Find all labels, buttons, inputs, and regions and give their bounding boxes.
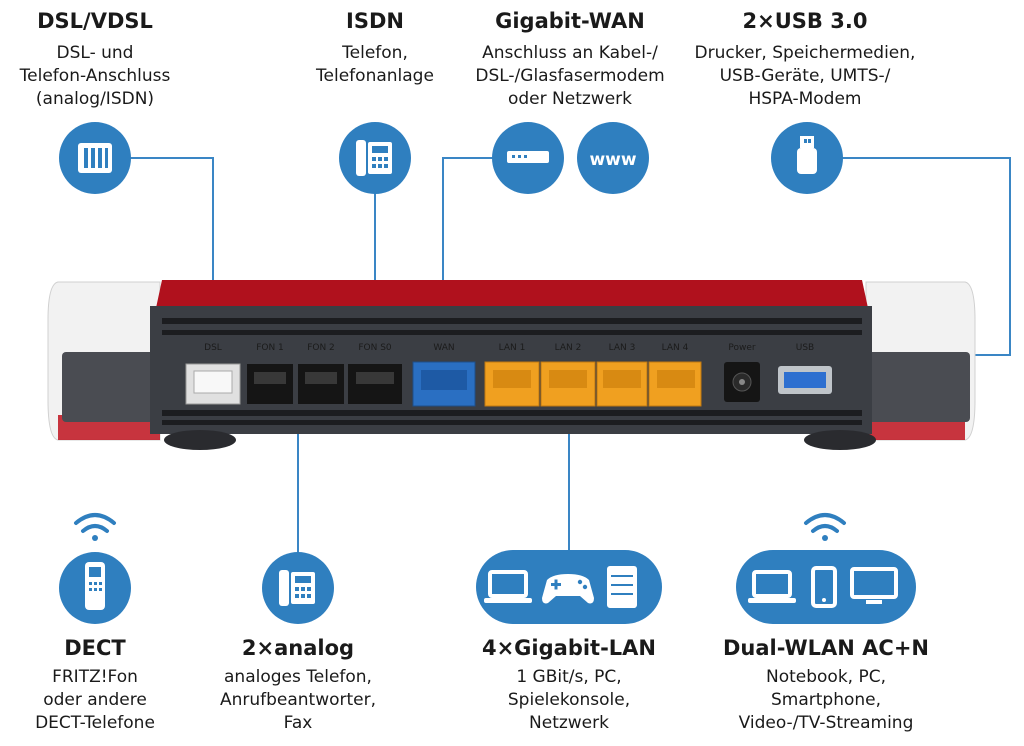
dect-description: FRITZ!Fon oder andere DECT-Telefone [35, 667, 155, 733]
lan-description: 1 GBit/s, PC, Spielekonsole, Netzwerk [507, 667, 631, 733]
port-label: LAN 4 [662, 343, 689, 353]
port-label: DSL [204, 343, 222, 353]
wan-title: Gigabit-WAN [495, 9, 645, 33]
wifi-icon-wlan [804, 513, 846, 533]
smartphone-icon [811, 566, 837, 608]
lan-title: 4×Gigabit-LAN [481, 636, 657, 660]
wifi-icon [74, 513, 116, 533]
wlan-description: Notebook, PC, Smartphone, Video-/TV-Stre… [738, 667, 914, 733]
laptop-icon [484, 570, 532, 603]
lan-ports [484, 361, 702, 407]
gamepad-icon [542, 574, 594, 604]
port-label: LAN 1 [499, 343, 526, 353]
dect-title: DECT [64, 636, 126, 660]
port-label: FON 2 [307, 343, 335, 353]
www-icon: www [577, 122, 649, 194]
monitor-icon [850, 567, 898, 604]
dsl-splitter-icon [59, 122, 131, 194]
dsl-description: DSL- und Telefon-Anschluss (analog/ISDN) [19, 43, 171, 109]
router-device: DSL FON 1 FON 2 FON S0 WAN LAN 1 LAN 2 LAN 3 LAN… [47, 280, 976, 450]
analog-description: analoges Telefon, Anrufbeantworter, Fax [219, 667, 377, 733]
desk-phone-icon [339, 122, 411, 194]
isdn-description: Telefon, Telefonanlage [316, 43, 434, 86]
port-label: LAN 3 [609, 343, 636, 353]
connector-usb [842, 157, 1011, 356]
wan-description: Anschluss an Kabel-/ DSL-/Glasfasermodem… [475, 43, 665, 109]
usb-title: 2×USB 3.0 [742, 9, 868, 33]
desk-phone-icon-analog [262, 552, 334, 624]
port-label: LAN 2 [555, 343, 582, 353]
usb-description: Drucker, Speichermedien, USB-Geräte, UMT… [694, 43, 916, 109]
dsl-title: DSL/VDSL [37, 9, 153, 33]
port-label: Power [728, 343, 756, 353]
usb-icon [771, 122, 843, 194]
port-label: FON S0 [358, 343, 392, 353]
server-icon [607, 566, 637, 608]
isdn-title: ISDN [346, 9, 404, 33]
port-label: USB [796, 343, 814, 353]
lan-devices-pill [476, 550, 662, 624]
port-label: FON 1 [256, 343, 284, 353]
www-label: www [589, 150, 636, 170]
wlan-title: Dual-WLAN AC+N [722, 636, 930, 660]
cordless-phone-icon [59, 552, 131, 624]
modem-icon [492, 122, 564, 194]
analog-title: 2×analog [241, 636, 355, 660]
laptop-icon-wlan [748, 570, 796, 603]
wlan-devices-pill [736, 550, 916, 624]
port-label: WAN [433, 343, 454, 353]
